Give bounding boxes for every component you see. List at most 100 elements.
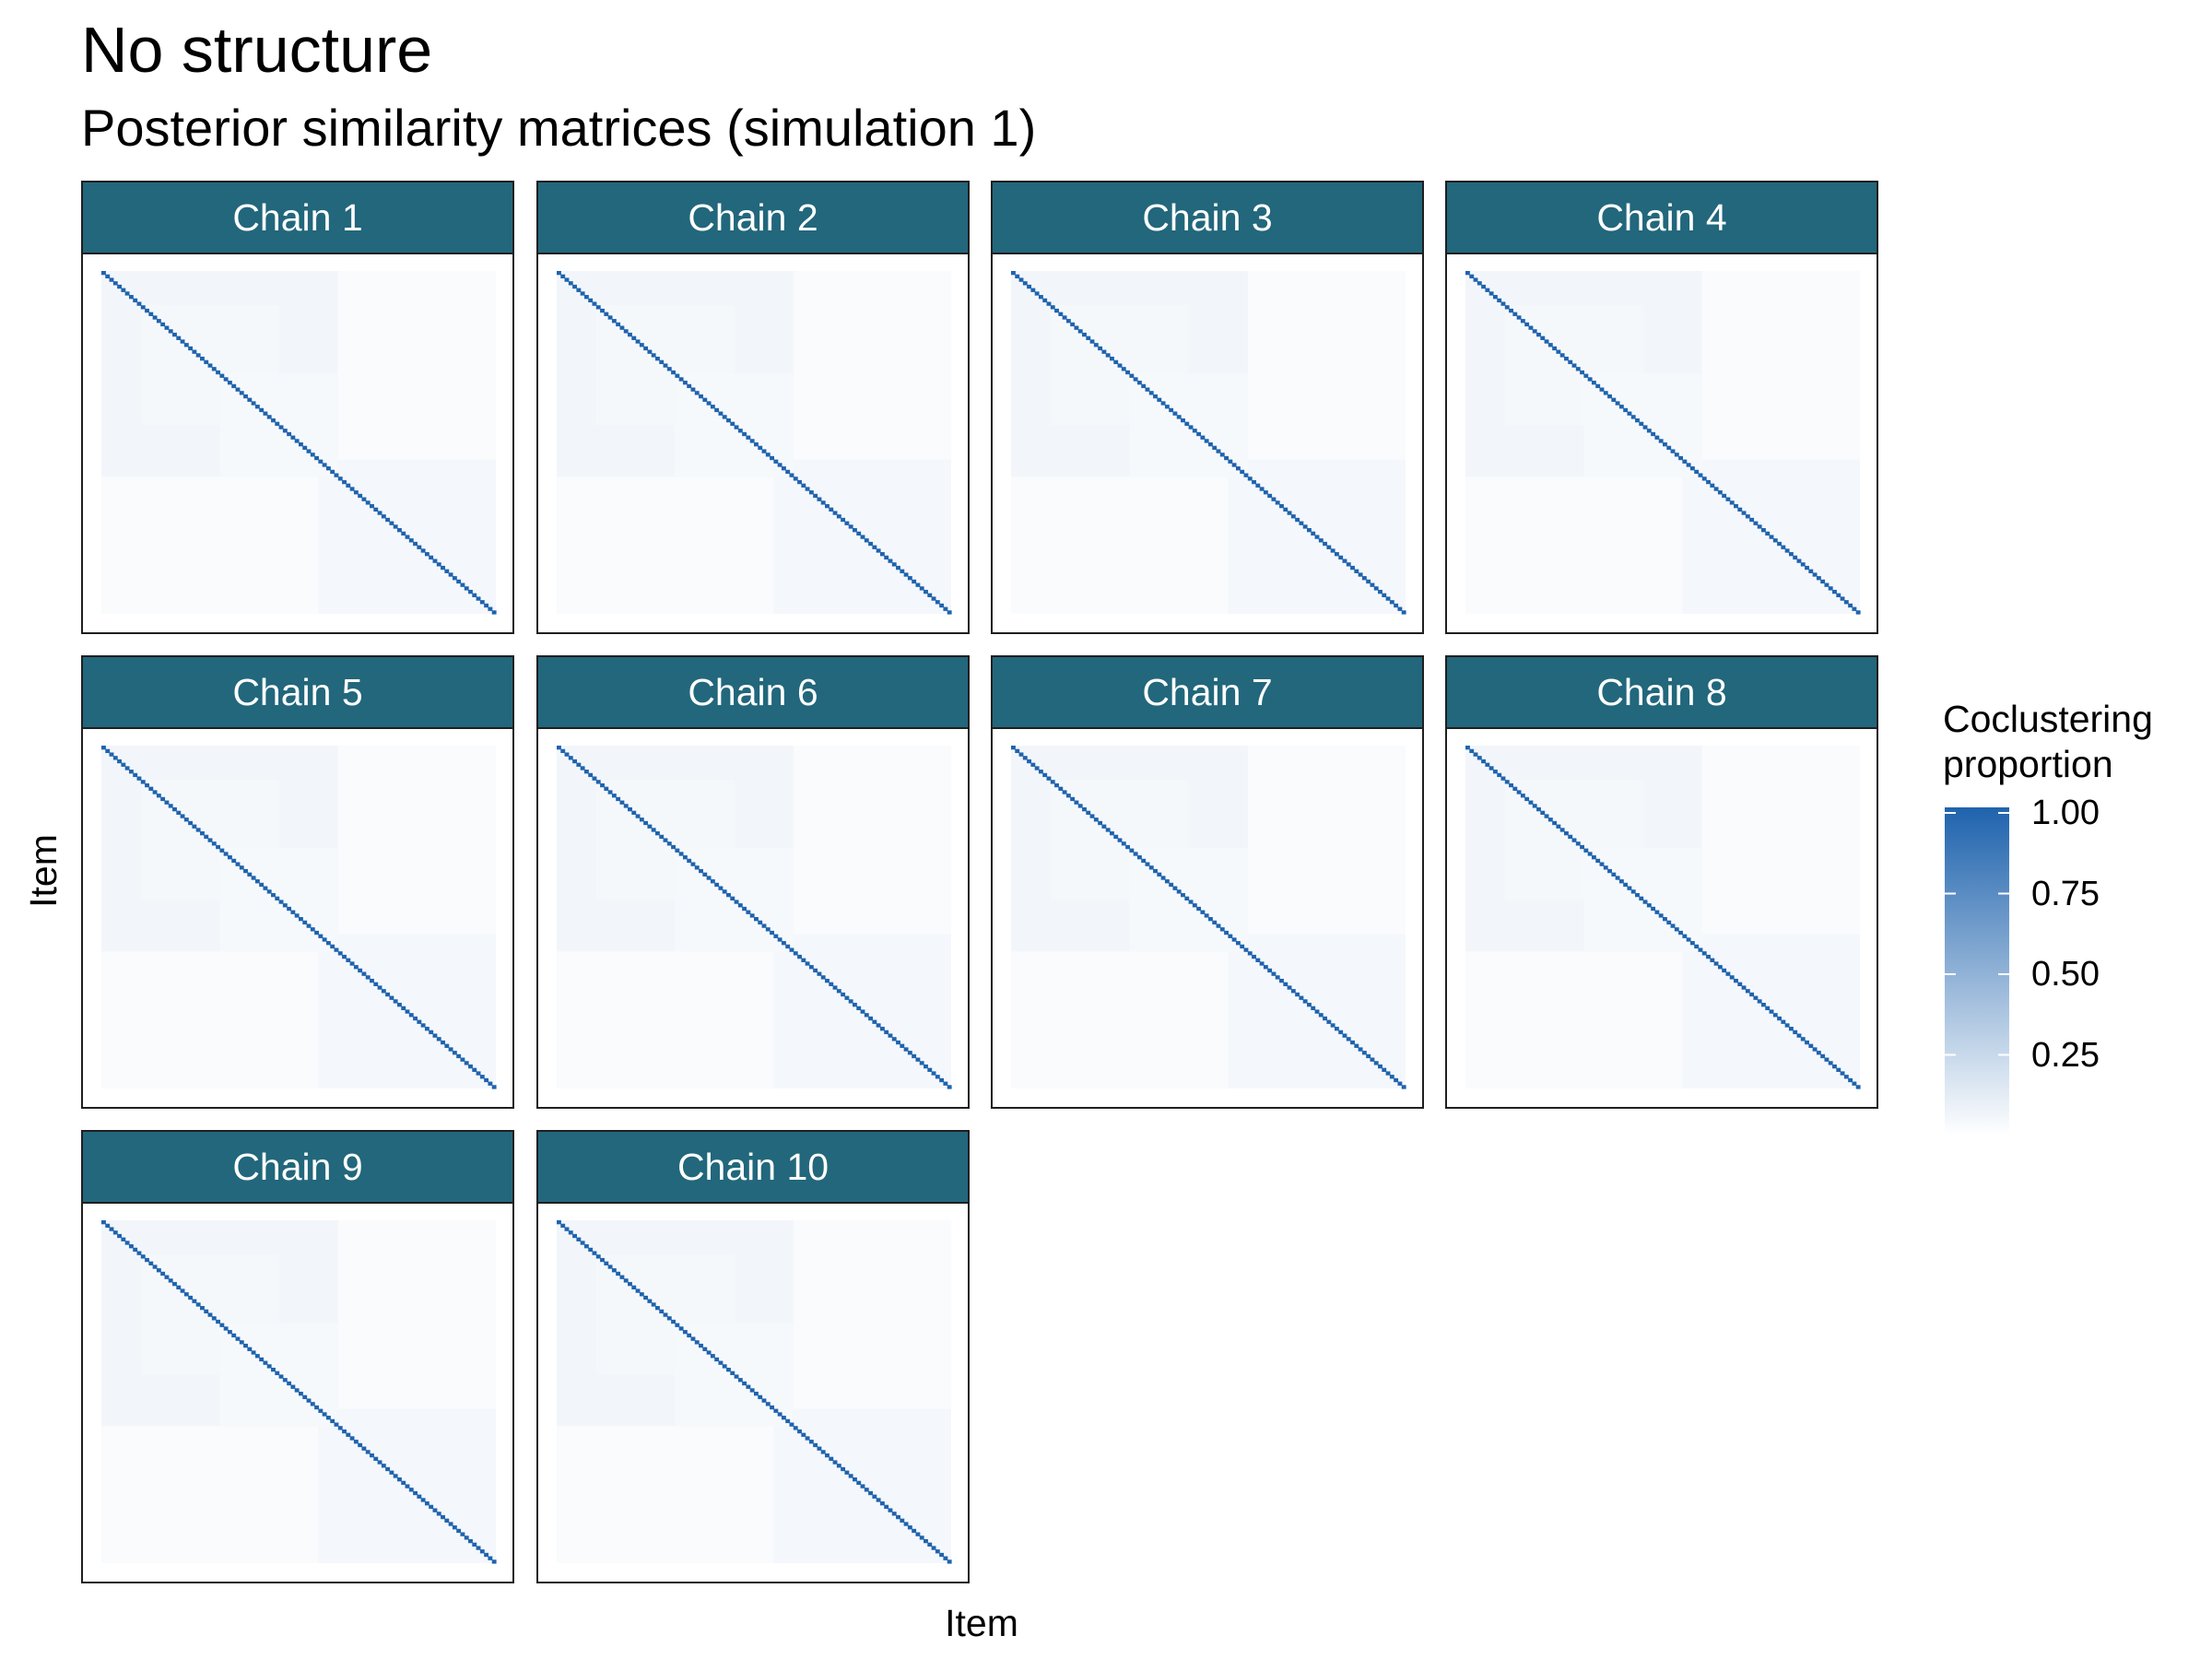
- heatmap-diagonal-cell: [299, 1392, 303, 1396]
- heatmap-diagonal-cell: [1465, 271, 1470, 276]
- heatmap-diagonal-cell: [604, 786, 609, 791]
- heatmap-diagonal-cell: [557, 746, 561, 750]
- facet-panel: Chain 6: [536, 655, 970, 1109]
- heatmap-diagonal-cell: [101, 271, 106, 276]
- heatmap-diagonal-cell: [145, 1257, 149, 1263]
- heatmap-diagonal-cell: [1141, 858, 1147, 864]
- heatmap-diagonal-cell: [1509, 782, 1513, 788]
- heatmap-diagonal-cell: [927, 593, 933, 597]
- heatmap-diagonal-cell: [1314, 535, 1320, 539]
- heatmap-diagonal-cell: [370, 503, 374, 509]
- heatmap-diagonal-cell: [117, 1233, 122, 1239]
- heatmap-diagonal-cell: [365, 500, 371, 505]
- heatmap-diagonal-cell: [1658, 439, 1664, 443]
- heatmap-diagonal-cell: [231, 858, 237, 864]
- heatmap-diagonal-cell: [1030, 288, 1036, 292]
- heatmap-diagonal-cell: [935, 1549, 940, 1554]
- heatmap-svg: [557, 271, 952, 615]
- heatmap-diagonal-cell: [287, 906, 292, 912]
- heatmap-diagonal-cell: [1512, 312, 1518, 316]
- heatmap-diagonal-cell: [287, 431, 292, 437]
- heatmap-diagonal-cell: [287, 1381, 292, 1386]
- heatmap-diagonal-cell: [413, 1016, 418, 1021]
- heatmap-diagonal-cell: [1678, 455, 1683, 461]
- heatmap-diagonal-cell: [207, 363, 213, 368]
- heatmap-diagonal-cell: [1812, 1047, 1818, 1052]
- heatmap-diagonal-cell: [121, 762, 126, 767]
- heatmap-diagonal-cell: [647, 824, 653, 829]
- heatmap-diagonal-cell: [200, 357, 205, 361]
- heatmap-diagonal-cell: [290, 1384, 296, 1389]
- heatmap-diagonal-cell: [365, 975, 371, 980]
- heatmap-diagonal-cell: [1800, 562, 1806, 567]
- heatmap-diagonal-cell: [1820, 1053, 1826, 1059]
- heatmap-diagonal-cell: [1465, 746, 1470, 750]
- heatmap-diagonal-cell: [1591, 381, 1596, 385]
- heatmap-diagonal-cell: [192, 349, 197, 354]
- heatmap-diagonal-cell: [1788, 552, 1794, 557]
- heatmap-diagonal-cell: [133, 1247, 138, 1253]
- heatmap-diagonal-cell: [1587, 377, 1593, 382]
- heatmap-diagonal-cell: [947, 1085, 952, 1089]
- heatmap-diagonal-cell: [302, 920, 308, 925]
- heatmap-diagonal-cell: [290, 910, 296, 914]
- heatmap-diagonal-cell: [417, 1019, 422, 1024]
- heatmap-diagonal-cell: [1169, 882, 1174, 888]
- heatmap-diagonal-cell: [1568, 359, 1573, 365]
- heatmap-diagonal-cell: [1852, 1081, 1857, 1086]
- heatmap-diagonal-cell: [1832, 589, 1837, 594]
- heatmap-diagonal-cell: [1734, 503, 1738, 509]
- heatmap-diagonal-cell: [722, 1364, 727, 1369]
- heatmap-diagonal-cell: [156, 794, 161, 798]
- heatmap-diagonal-cell: [1556, 349, 1561, 354]
- heatmap-diagonal-cell: [659, 834, 665, 840]
- heatmap-diagonal-cell: [1366, 579, 1371, 584]
- heatmap-diagonal-cell: [888, 559, 893, 563]
- heatmap-diagonal-cell: [1176, 415, 1182, 419]
- heatmap-diagonal-cell: [164, 325, 170, 330]
- heatmap-diagonal-cell: [628, 332, 632, 337]
- heatmap-diagonal-cell: [1133, 377, 1138, 382]
- heatmap-diagonal-cell: [145, 308, 149, 313]
- heatmap-diagonal-cell: [619, 1275, 625, 1279]
- heatmap-diagonal-cell: [876, 1498, 881, 1502]
- heatmap-diagonal-cell: [310, 1402, 315, 1406]
- heatmap-diagonal-cell: [1074, 325, 1079, 330]
- heatmap-diagonal-cell: [243, 1343, 248, 1348]
- heatmap-diagonal-cell: [671, 844, 676, 850]
- heatmap-diagonal-cell: [405, 535, 410, 539]
- heatmap-diagonal-cell: [1761, 1003, 1766, 1007]
- heatmap-diagonal-cell: [924, 589, 928, 594]
- heatmap-diagonal-cell: [900, 569, 905, 573]
- heatmap-diagonal-cell: [1136, 855, 1142, 860]
- heatmap-diagonal-cell: [1074, 800, 1079, 805]
- heatmap-diagonal-cell: [915, 1532, 921, 1536]
- heatmap-diagonal-cell: [841, 1466, 846, 1472]
- heatmap-diagonal-cell: [628, 806, 632, 812]
- heatmap-diagonal-cell: [931, 1546, 936, 1550]
- heatmap-diagonal-cell: [334, 1422, 339, 1427]
- heatmap-diagonal-cell: [1219, 453, 1225, 457]
- heatmap-diagonal-cell: [1169, 407, 1174, 413]
- legend-tick-label: 1.00: [2031, 794, 2100, 832]
- heatmap-diagonal-cell: [805, 487, 810, 491]
- heatmap-diagonal-cell: [464, 1061, 469, 1065]
- heatmap-diagonal-cell: [726, 418, 731, 423]
- heatmap-diagonal-cell: [844, 521, 850, 525]
- heatmap-diagonal-cell: [829, 982, 834, 986]
- facet-panel: Chain 1: [81, 181, 514, 634]
- facet-panel: Chain 9: [81, 1130, 514, 1583]
- heatmap-diagonal-cell: [1267, 493, 1273, 499]
- heatmap-diagonal-cell: [124, 1241, 130, 1245]
- heatmap-diagonal-cell: [947, 610, 952, 615]
- heatmap-diagonal-cell: [1745, 514, 1750, 519]
- heatmap-diagonal-cell: [1287, 985, 1292, 990]
- heatmap-diagonal-cell: [263, 411, 268, 416]
- heatmap-diagonal-cell: [1034, 291, 1040, 296]
- heatmap-diagonal-cell: [176, 335, 182, 340]
- heatmap-diagonal-cell: [1674, 927, 1679, 932]
- heatmap-diagonal-cell: [781, 941, 786, 946]
- heatmap-plot-area: [81, 253, 514, 634]
- heatmap-diagonal-cell: [1070, 322, 1076, 327]
- heatmap-diagonal-cell: [211, 367, 217, 371]
